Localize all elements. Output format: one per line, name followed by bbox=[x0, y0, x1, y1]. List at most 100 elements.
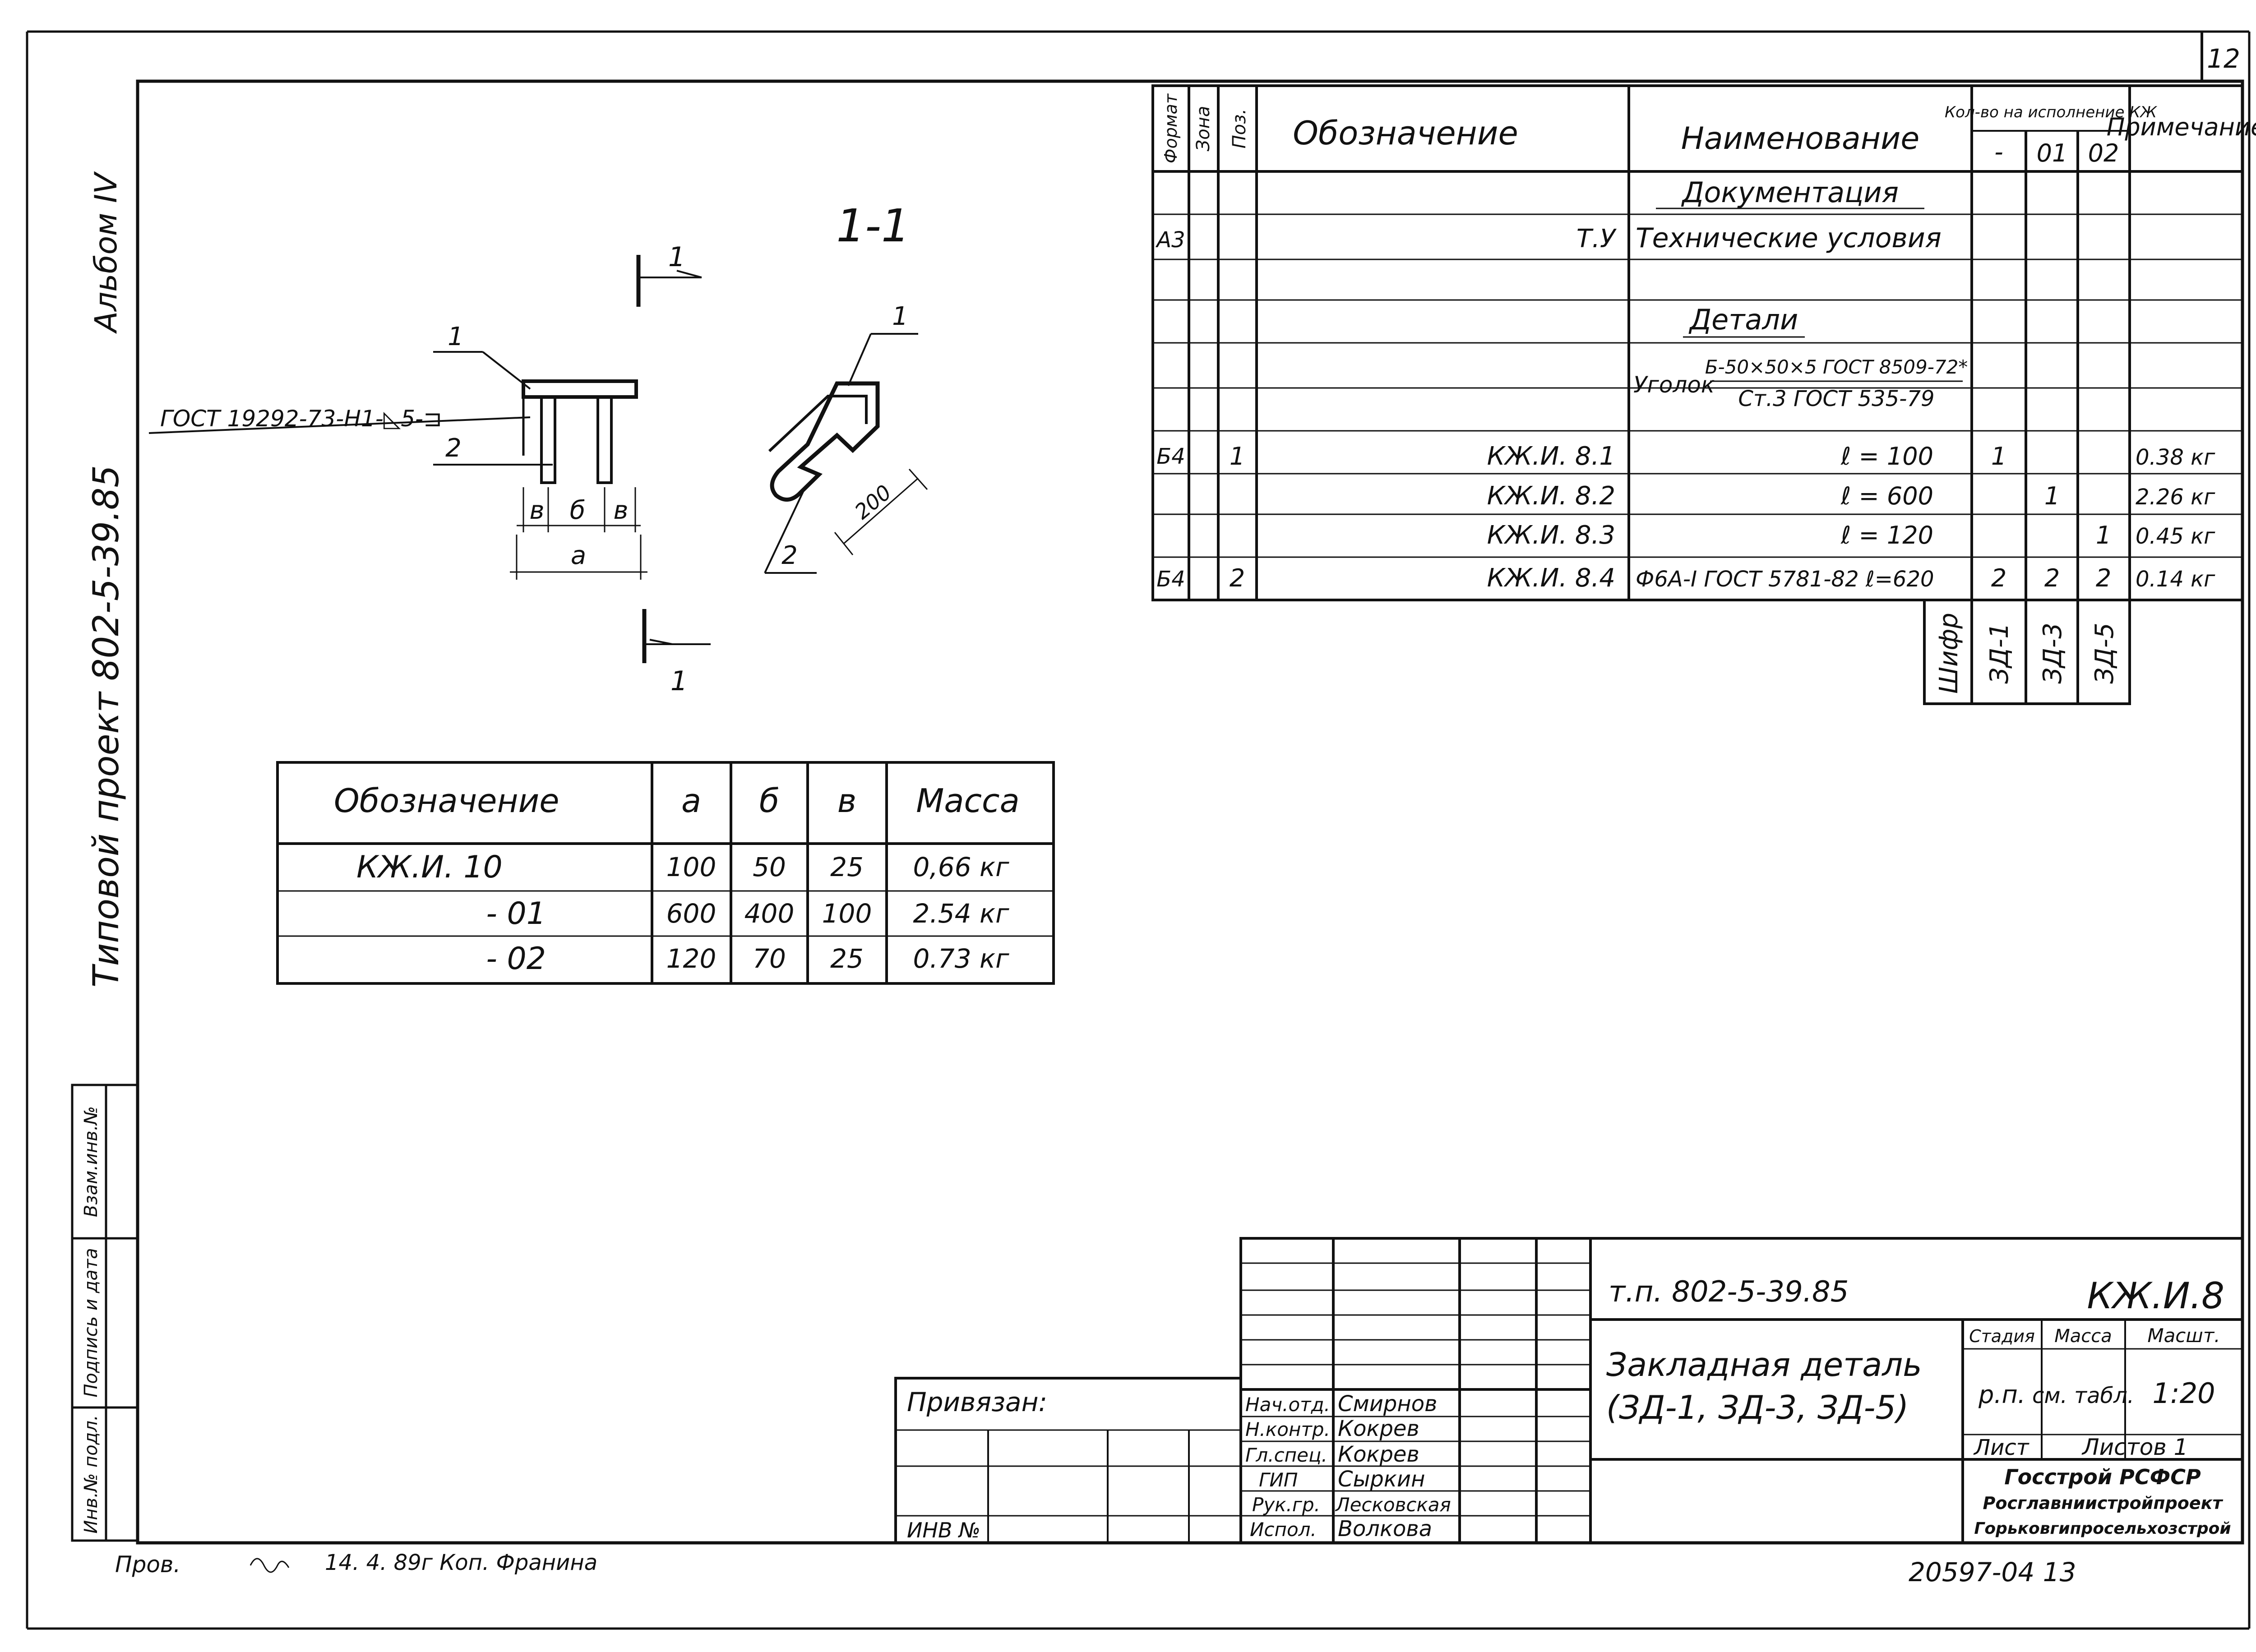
stamp-replace-label: Взам.инв.№ bbox=[81, 1106, 102, 1217]
spec-header-designation: Обозначение bbox=[1293, 114, 1518, 152]
spec-cell-note: 2.26 кг bbox=[2136, 485, 2215, 510]
stamp-sign-label: Подпись и дата bbox=[81, 1248, 102, 1397]
dims-cell: 600 bbox=[666, 898, 717, 929]
dim-a: а bbox=[571, 541, 586, 570]
spec-cell-qty-dash: 1 bbox=[1991, 442, 2006, 471]
spec-cell-designation: КЖ.И. 8.3 bbox=[1487, 521, 1615, 550]
dims-cell: 25 bbox=[830, 943, 864, 974]
dims-row: - 01 600 400 100 2.54 кг bbox=[486, 896, 1009, 932]
signer-name: Кокрев bbox=[1338, 1442, 1419, 1467]
dims-table-grid bbox=[276, 761, 1055, 985]
scale-value: 1:20 bbox=[2152, 1377, 2215, 1410]
angle-bottom: Ст.3 ГОСТ 535-79 bbox=[1738, 386, 1934, 411]
detail-leader-2: 2 bbox=[781, 541, 798, 570]
dims-cell: 0,66 кг bbox=[913, 852, 1009, 882]
org-name-3: Горьковгипросельхозстрой bbox=[1974, 1519, 2231, 1538]
side-project-label: Типовой проект 802-5-39.85 bbox=[86, 465, 127, 988]
dims-cell: 100 bbox=[822, 898, 872, 929]
spec-row: Б4 2 КЖ.И. 8.4 Ф6А-I ГОСТ 5781-82 ℓ=620 … bbox=[1156, 563, 2215, 593]
signer-name: Лесковская bbox=[1335, 1494, 1451, 1516]
dim-v-right: в bbox=[613, 496, 628, 525]
project-code: т.п. 802-5-39.85 bbox=[1609, 1275, 1849, 1309]
mass-value: см. табл. bbox=[2032, 1383, 2134, 1408]
spec-cell-pos: 2 bbox=[1230, 564, 1245, 592]
checker-signature bbox=[250, 1558, 290, 1573]
dim-v-left: в bbox=[529, 496, 544, 525]
cut-label-bottom: 1 bbox=[670, 665, 688, 697]
spec-header-qty: Кол-во на исполнение КЖ bbox=[1945, 103, 2157, 121]
shifr-code: ЗД-5 bbox=[2090, 623, 2119, 684]
spec-header-col-dash: - bbox=[1994, 138, 2003, 166]
leader-2-label: 2 bbox=[445, 434, 462, 463]
spec-header-format: Формат bbox=[1161, 93, 1181, 163]
section-view bbox=[148, 255, 928, 663]
doc-code: КЖ.И.8 bbox=[2087, 1275, 2224, 1317]
spec-cell-name: Детали bbox=[1688, 303, 1798, 336]
detail-leader-1: 1 bbox=[892, 302, 908, 331]
spec-header-pos: Поз. bbox=[1229, 109, 1250, 149]
inv-label: ИНВ № bbox=[907, 1518, 980, 1542]
spec-row: КЖ.И. 8.3 ℓ = 120 1 0.45 кг bbox=[1487, 521, 2216, 550]
mass-label: Масса bbox=[2054, 1326, 2112, 1347]
spec-cell-qty-02: 2 bbox=[2096, 564, 2111, 592]
spec-header-zone: Зона bbox=[1193, 106, 1214, 152]
signer-role: ГИП bbox=[1259, 1469, 1298, 1491]
signer-role: Гл.спец. bbox=[1245, 1444, 1327, 1466]
org-name-1: Госстрой РСФСР bbox=[2004, 1465, 2201, 1489]
dims-cell: 120 bbox=[666, 943, 717, 974]
spec-cell-name: Документация bbox=[1681, 176, 1899, 209]
signer-role: Испол. bbox=[1250, 1518, 1317, 1541]
shifr-strip bbox=[1923, 599, 2131, 705]
doc-title-line2: (ЗД-1, ЗД-3, ЗД-5) bbox=[1606, 1389, 1909, 1426]
signer-name: Кокрев bbox=[1338, 1416, 1419, 1441]
stage-label: Стадия bbox=[1969, 1326, 2035, 1346]
shifr-code: ЗД-1 bbox=[1985, 623, 2014, 684]
spec-cell-qty-dash: 2 bbox=[1991, 564, 2006, 592]
spec-table-grid bbox=[1151, 84, 2244, 601]
stage-value: р.п. bbox=[1978, 1380, 2025, 1409]
dims-cell: 0.73 кг bbox=[913, 943, 1009, 974]
spec-cell-pos: 1 bbox=[1230, 442, 1245, 471]
spec-cell-designation: КЖ.И. 8.4 bbox=[1487, 563, 1615, 593]
doc-title-line1: Закладная деталь bbox=[1606, 1346, 1922, 1384]
spec-header-note: Примечание bbox=[2107, 113, 2256, 141]
side-album-label: Альбом IV bbox=[88, 171, 124, 334]
spec-cell-qty-02: 1 bbox=[2096, 521, 2111, 549]
spec-cell-designation: КЖ.И. 8.1 bbox=[1487, 442, 1615, 471]
spec-cell-qty-01: 2 bbox=[2044, 564, 2060, 592]
shifr-label: Шифр bbox=[1934, 613, 1964, 694]
dims-cell: - 02 bbox=[486, 941, 546, 977]
spec-header-col-02: 02 bbox=[2088, 139, 2119, 167]
dims-cell: 25 bbox=[830, 852, 864, 882]
spec-header-name: Наименование bbox=[1681, 121, 1919, 157]
dims-header: а bbox=[681, 782, 701, 820]
dims-header: б bbox=[759, 782, 779, 820]
sheet-label: Лист bbox=[1973, 1435, 2030, 1460]
signer-role: Нач.отд. bbox=[1245, 1394, 1330, 1416]
spec-cell-note: 0.14 кг bbox=[2136, 567, 2215, 592]
spec-row: КЖ.И. 8.2 ℓ = 600 1 2.26 кг bbox=[1487, 481, 2216, 511]
dim-200: 200 bbox=[850, 480, 896, 524]
section-title: 1-1 bbox=[836, 199, 910, 252]
spec-cell-format: А3 bbox=[1155, 227, 1185, 253]
checked-label: Пров. bbox=[115, 1551, 180, 1578]
side-stamp bbox=[71, 1084, 139, 1542]
spec-cell-format: Б4 bbox=[1156, 567, 1185, 592]
spec-cell-designation: Т.У bbox=[1576, 224, 1617, 254]
signer-name: Сыркин bbox=[1338, 1467, 1425, 1492]
bound-label: Привязан: bbox=[907, 1387, 1047, 1417]
dims-cell: 400 bbox=[744, 898, 795, 929]
dims-cell: 2.54 кг bbox=[913, 898, 1009, 929]
dims-header: Масса bbox=[916, 782, 1020, 820]
signer-name: Смирнов bbox=[1338, 1391, 1437, 1417]
angle-label: Уголок bbox=[1633, 372, 1715, 398]
spec-cell-name: Ф6А-I ГОСТ 5781-82 ℓ=620 bbox=[1636, 567, 1934, 592]
check-note: 14. 4. 89г Коп. Франина bbox=[325, 1550, 597, 1575]
spec-cell-name: Технические условия bbox=[1636, 222, 1942, 254]
dims-cell: КЖ.И. 10 bbox=[356, 849, 503, 885]
stamp-inv-label: Инв.№ подл. bbox=[81, 1415, 102, 1533]
spec-cell-name: ℓ = 600 bbox=[1840, 482, 1933, 510]
signer-role: Рук.гр. bbox=[1252, 1494, 1320, 1516]
